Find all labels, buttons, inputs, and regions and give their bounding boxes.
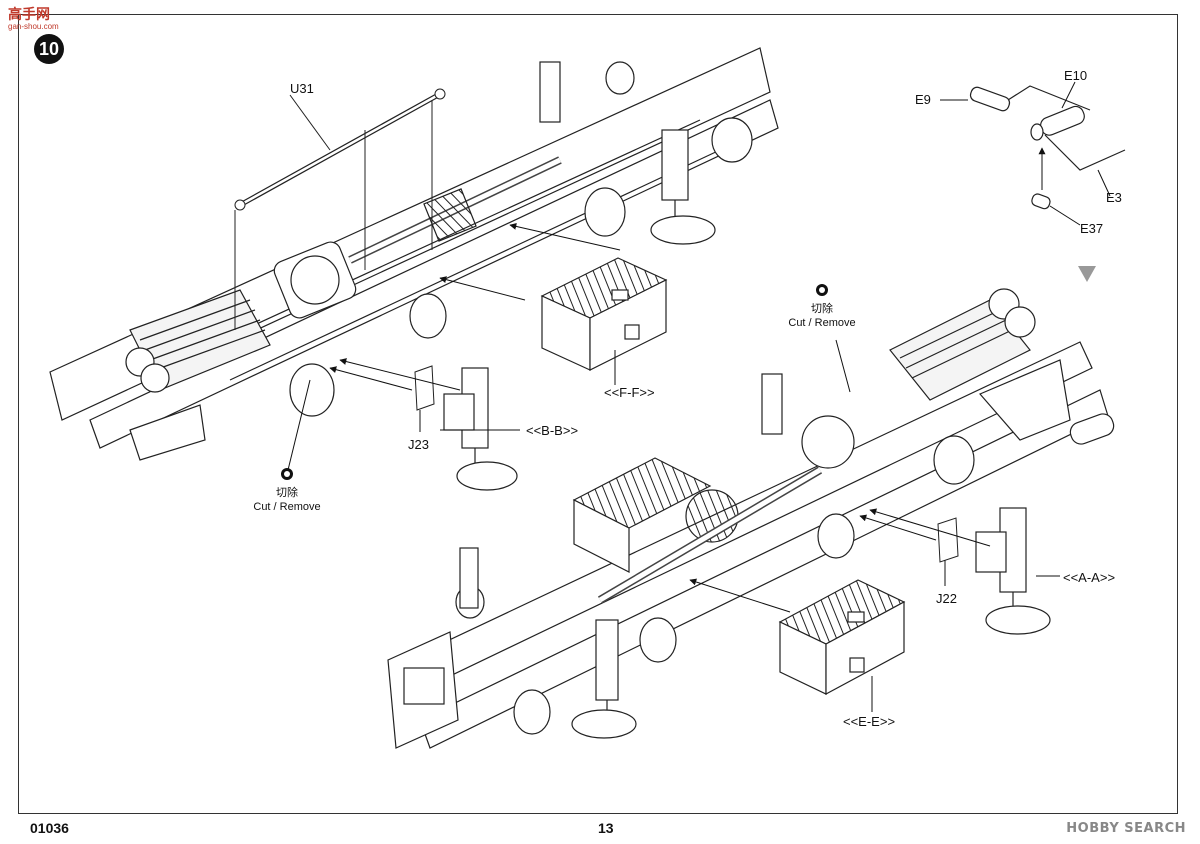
lower-engine (889, 288, 1036, 401)
label-u31: U31 (290, 81, 314, 96)
label-b-b: <<B-B>> (526, 423, 579, 438)
lower-drive-shafts (597, 466, 823, 604)
label-e10: E10 (1064, 68, 1088, 83)
j23-plate (414, 365, 435, 411)
hobby-search-watermark: HOBBY SEARCH (1066, 821, 1186, 836)
upper-hubs (289, 61, 753, 417)
lower-transfer (801, 415, 855, 469)
lower-battery-box-rear (572, 457, 712, 573)
label-e-e: <<E-E>> (843, 714, 896, 729)
step-number-badge: 10 (34, 34, 64, 64)
j22-plate (937, 517, 959, 563)
cut-icon (281, 468, 293, 480)
e-parts-detail (969, 85, 1126, 210)
upper-frame-rail-lower (89, 99, 779, 449)
label-e3: E3 (1106, 190, 1122, 205)
ff-battery-box (540, 257, 668, 371)
site-watermark-url: gan-shou.com (8, 22, 59, 31)
upper-chassis (49, 47, 779, 461)
cut-icon (816, 284, 828, 296)
cut-note-bottom-left: 切除 Cut / Remove (245, 468, 329, 514)
page-frame (18, 14, 1178, 814)
label-e9: E9 (915, 92, 931, 107)
site-watermark: 高手网 (8, 7, 50, 23)
label-f-f: <<F-F>> (604, 385, 655, 400)
u31-rod (234, 88, 446, 330)
label-j23: J23 (408, 437, 429, 452)
ee-battery-box (778, 579, 906, 696)
down-arrow (1078, 266, 1096, 282)
product-code: 01036 (30, 820, 69, 836)
upper-drive-shafts (348, 156, 562, 264)
label-j22: J22 (936, 591, 957, 606)
aa-outrigger (975, 507, 1051, 635)
page-number: 13 (598, 820, 614, 836)
lower-chassis (387, 288, 1115, 749)
upper-outrigger (650, 129, 716, 245)
upper-rear-outrigger (539, 61, 561, 123)
cut-note-top-right: 切除 Cut / Remove (780, 284, 864, 330)
upper-frame-front (129, 404, 206, 461)
bb-outrigger (443, 367, 518, 491)
label-e37: E37 (1080, 221, 1104, 236)
label-a-a: <<A-A>> (1063, 570, 1116, 585)
